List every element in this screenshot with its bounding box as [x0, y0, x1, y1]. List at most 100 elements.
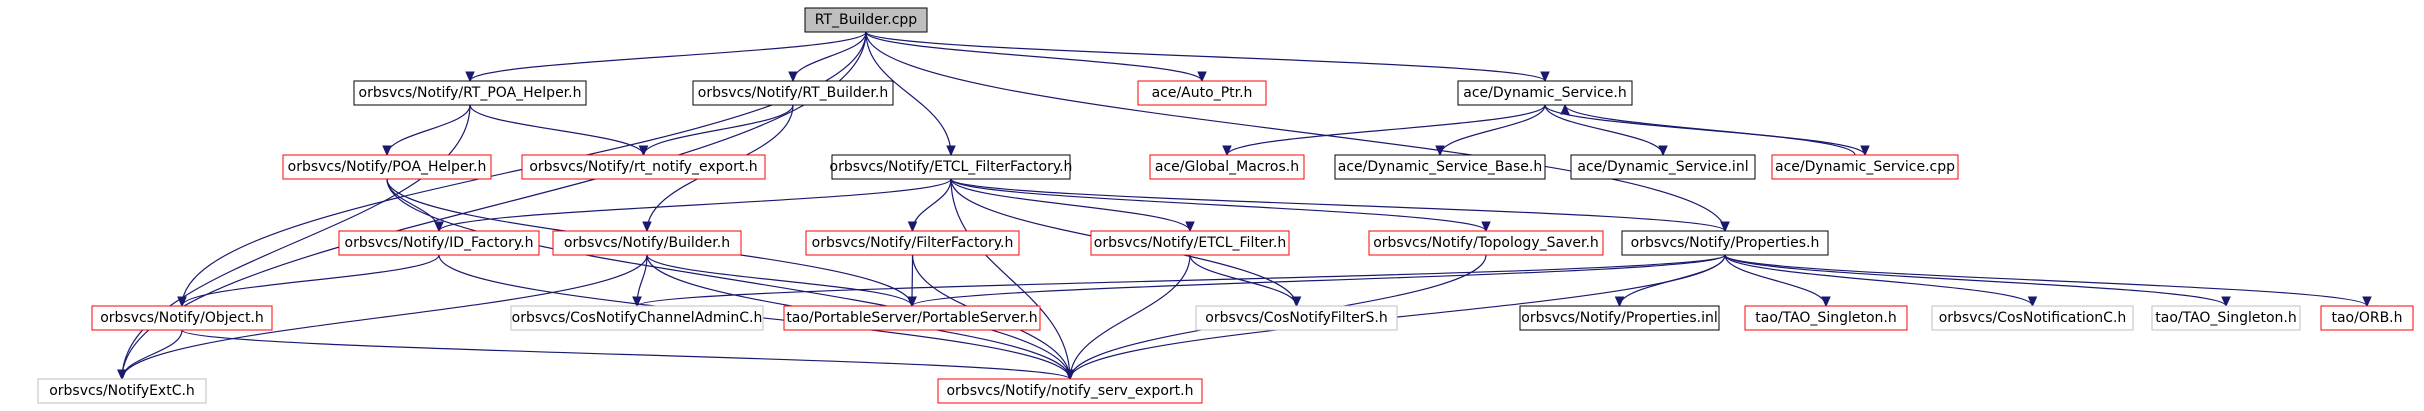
- node-box: [2151, 305, 2301, 331]
- node-label: orbsvcs/CosNotifyFilterS.h: [1205, 310, 1387, 326]
- node-taosingleton[interactable]: tao/TAO_Singleton.h: [1744, 305, 1908, 331]
- node-filterfactory[interactable]: orbsvcs/Notify/FilterFactory.h: [805, 230, 1020, 256]
- node-label: tao/TAO_Singleton.h: [1755, 310, 1896, 326]
- node-box: [510, 305, 764, 331]
- node-box: [805, 230, 1020, 256]
- node-box: [831, 154, 1071, 180]
- edge-props-to-portableserver: [907, 254, 1726, 308]
- node-box: [783, 305, 1041, 331]
- node-rtbuilderh[interactable]: orbsvcs/Notify/RT_Builder.h: [692, 80, 894, 106]
- node-globalmacros[interactable]: ace/Global_Macros.h: [1149, 154, 1305, 180]
- node-box: [1090, 230, 1290, 256]
- node-label: orbsvcs/Notify/Properties.h: [1631, 235, 1820, 251]
- node-topsaver[interactable]: orbsvcs/Notify/Topology_Saver.h: [1368, 230, 1604, 256]
- node-channeladmin[interactable]: orbsvcs/CosNotifyChannelAdminC.h: [510, 305, 764, 331]
- edge-dynsvc-to-globalmacros: [1222, 104, 1546, 157]
- edge-poahelper-to-idfactory: [386, 178, 444, 233]
- edge-root-to-rtbuilderh: [788, 31, 867, 83]
- node-orb[interactable]: tao/ORB.h: [2320, 305, 2414, 331]
- node-label: tao/TAO_Singleton.h: [2155, 310, 2296, 326]
- edge-dyncpp-to-dynsvc: [1560, 103, 1856, 156]
- node-label: RT_Builder.cpp: [815, 12, 918, 28]
- edge-props-to-channeladmin: [632, 254, 1726, 308]
- node-idfactory[interactable]: orbsvcs/Notify/ID_Factory.h: [338, 230, 540, 256]
- node-props[interactable]: orbsvcs/Notify/Properties.h: [1621, 230, 1829, 256]
- edge-props-to-orb: [1724, 254, 2372, 308]
- node-dyncpp[interactable]: ace/Dynamic_Service.cpp: [1771, 154, 1959, 180]
- node-box: [1137, 80, 1267, 106]
- node-label: ace/Dynamic_Service.cpp: [1775, 159, 1955, 175]
- node-dynbase[interactable]: ace/Dynamic_Service_Base.h: [1334, 154, 1546, 180]
- node-label: orbsvcs/NotifyExtC.h: [49, 383, 195, 399]
- node-box: [282, 154, 492, 180]
- node-builder[interactable]: orbsvcs/Notify/Builder.h: [552, 230, 742, 256]
- node-filters[interactable]: orbsvcs/CosNotifyFilterS.h: [1195, 305, 1398, 331]
- node-propsinl[interactable]: orbsvcs/Notify/Properties.inl: [1519, 305, 1720, 331]
- node-box: [1368, 230, 1604, 256]
- node-label: tao/ORB.h: [2331, 310, 2402, 326]
- node-box: [338, 230, 540, 256]
- edge-root-to-autoptr: [865, 31, 1207, 83]
- edge-etclfilter-to-filters: [1189, 254, 1302, 308]
- edge-root-to-props: [865, 31, 1730, 233]
- node-label: orbsvcs/Notify/RT_POA_Helper.h: [359, 85, 582, 101]
- node-label: ace/Dynamic_Service.inl: [1577, 159, 1748, 175]
- node-label: tao/PortableServer/PortableServer.h: [786, 310, 1037, 326]
- node-dynsvc[interactable]: ace/Dynamic_Service.h: [1457, 80, 1633, 106]
- node-label: orbsvcs/Notify/rt_notify_export.h: [529, 159, 757, 175]
- edge-props-to-taosingleton2: [1724, 254, 2231, 308]
- edge-idfactory-to-object: [177, 254, 440, 308]
- node-label: ace/Auto_Ptr.h: [1152, 85, 1253, 101]
- node-label: orbsvcs/Notify/Object.h: [100, 310, 264, 326]
- node-label: orbsvcs/Notify/Topology_Saver.h: [1373, 235, 1599, 251]
- edge-props-to-taosingleton: [1724, 254, 1831, 308]
- node-box: [2320, 305, 2414, 331]
- edge-root-to-etclff: [865, 31, 956, 157]
- node-etclff[interactable]: orbsvcs/Notify/ETCL_FilterFactory.h: [830, 154, 1073, 180]
- node-box: [804, 7, 928, 33]
- edge-object-to-notifyext: [117, 329, 183, 381]
- edge-etclff-to-idfactory: [434, 178, 952, 233]
- node-box: [353, 80, 587, 106]
- edge-poahelper-to-servexport: [386, 178, 1075, 381]
- edge-rtbuilderh-to-rtexport: [638, 104, 794, 157]
- node-box: [1621, 230, 1829, 256]
- node-root[interactable]: RT_Builder.cpp: [804, 7, 928, 33]
- node-rtpoa[interactable]: orbsvcs/Notify/RT_POA_Helper.h: [353, 80, 587, 106]
- edge-dynsvc-to-dyninl: [1544, 104, 1668, 157]
- node-taosingleton2[interactable]: tao/TAO_Singleton.h: [2151, 305, 2301, 331]
- node-dyninl[interactable]: ace/Dynamic_Service.inl: [1570, 154, 1756, 180]
- node-label: orbsvcs/Notify/ETCL_Filter.h: [1094, 235, 1286, 251]
- node-box: [1771, 154, 1959, 180]
- node-rtexport[interactable]: orbsvcs/Notify/rt_notify_export.h: [521, 154, 766, 180]
- edge-dynsvc-to-dynbase: [1435, 104, 1546, 157]
- node-label: orbsvcs/Notify/Builder.h: [564, 235, 730, 251]
- node-poahelper[interactable]: orbsvcs/Notify/POA_Helper.h: [282, 154, 492, 180]
- node-box: [521, 154, 766, 180]
- node-box: [91, 305, 273, 331]
- node-cosnotif[interactable]: orbsvcs/CosNotificationC.h: [1931, 305, 2134, 331]
- node-object[interactable]: orbsvcs/Notify/Object.h: [91, 305, 273, 331]
- edge-etclff-to-filterfactory: [907, 178, 952, 233]
- edge-etclff-to-etclfilter: [950, 178, 1195, 233]
- node-label: ace/Global_Macros.h: [1155, 159, 1299, 175]
- edge-root-to-dynsvc: [865, 31, 1550, 83]
- node-label: orbsvcs/Notify/ID_Factory.h: [345, 235, 534, 251]
- node-servexport[interactable]: orbsvcs/Notify/notify_serv_export.h: [937, 378, 1203, 404]
- node-portableserver[interactable]: tao/PortableServer/PortableServer.h: [783, 305, 1041, 331]
- node-autoptr[interactable]: ace/Auto_Ptr.h: [1137, 80, 1267, 106]
- node-notifyext[interactable]: orbsvcs/NotifyExtC.h: [37, 378, 207, 404]
- node-label: orbsvcs/CosNotifyChannelAdminC.h: [512, 310, 763, 326]
- node-box: [1457, 80, 1633, 106]
- node-box: [1519, 305, 1720, 331]
- node-label: ace/Dynamic_Service_Base.h: [1338, 159, 1543, 175]
- node-label: ace/Dynamic_Service.h: [1463, 85, 1626, 101]
- node-label: orbsvcs/CosNotificationC.h: [1939, 310, 2127, 326]
- node-box: [1570, 154, 1756, 180]
- edge-etclfilter-to-servexport: [1065, 254, 1191, 381]
- node-label: orbsvcs/Notify/ETCL_FilterFactory.h: [830, 159, 1073, 175]
- node-etclfilter[interactable]: orbsvcs/Notify/ETCL_Filter.h: [1090, 230, 1290, 256]
- node-box: [552, 230, 742, 256]
- edge-etclff-to-servexport: [950, 178, 1075, 381]
